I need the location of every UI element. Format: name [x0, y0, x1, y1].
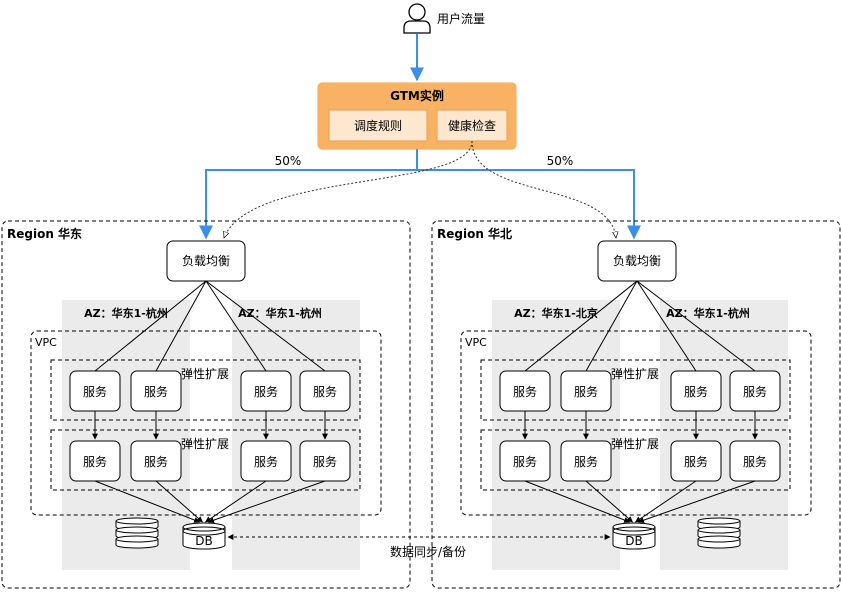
vpc-0-border — [30, 330, 382, 516]
az-0-left-label: AZ：华东1-杭州 — [84, 306, 168, 320]
lb-link — [636, 280, 756, 372]
scaling-0-top-label: 弹性扩展 — [181, 367, 229, 381]
lb-link — [205, 280, 267, 372]
service-label: 服务 — [743, 454, 767, 469]
db-link — [524, 480, 631, 523]
db-link — [205, 480, 267, 523]
service-box[interactable] — [130, 370, 182, 412]
db-link — [585, 480, 633, 523]
scaling-group-1-top — [480, 359, 791, 421]
health-check-label: 健康检查 — [448, 118, 496, 133]
service-box[interactable] — [670, 440, 722, 482]
service-label: 服务 — [144, 454, 168, 469]
lb-link — [636, 280, 697, 372]
health-check-box[interactable] — [436, 109, 508, 142]
service-label: 服务 — [83, 454, 107, 469]
service-box[interactable] — [69, 370, 121, 412]
database-1-label: DB — [625, 534, 642, 548]
database-0[interactable] — [182, 522, 226, 550]
region-1-title: Region 华北 — [437, 226, 512, 241]
database-1[interactable] — [612, 522, 656, 550]
service-label: 服务 — [574, 384, 598, 399]
load-balancer-0-label: 负载均衡 — [182, 254, 230, 268]
data-sync-label: 数据同步/备份 — [390, 544, 466, 559]
az-0-right — [232, 300, 360, 570]
service-box[interactable] — [499, 440, 551, 482]
route-arrow-left — [199, 149, 418, 240]
lb-link — [205, 280, 326, 372]
user-icon — [403, 3, 431, 34]
db-link — [207, 480, 326, 524]
region-0-title: Region 华东 — [7, 226, 82, 241]
service-label: 服务 — [313, 454, 337, 469]
scaling-1-top-label: 弹性扩展 — [611, 367, 659, 381]
standby-database-icon — [697, 517, 741, 549]
lb-link — [155, 280, 207, 372]
db-link — [637, 480, 756, 524]
service-label: 服务 — [254, 384, 278, 399]
db-link — [94, 480, 201, 523]
service-box[interactable] — [670, 370, 722, 412]
az-1-right-label: AZ：华东1-杭州 — [666, 306, 750, 320]
vpc-0-label: VPC — [35, 336, 57, 349]
split-left-label: 50% — [275, 154, 302, 168]
scaling-0-bottom-label: 弹性扩展 — [181, 437, 229, 451]
scaling-group-1-bottom — [480, 429, 791, 491]
region-0-border — [1, 220, 411, 589]
dispatch-rule-label: 调度规则 — [354, 118, 402, 133]
region-1-border — [431, 220, 841, 589]
service-box[interactable] — [299, 370, 351, 412]
service-box[interactable] — [299, 440, 351, 482]
route-arrow-right — [416, 149, 641, 240]
standby-database-icon — [115, 517, 159, 549]
database-0-label: DB — [195, 534, 212, 548]
service-box[interactable] — [729, 440, 781, 482]
az-1-left — [492, 300, 620, 570]
service-label: 服务 — [83, 384, 107, 399]
scaling-group-0-bottom — [50, 429, 361, 491]
db-link — [635, 480, 697, 523]
service-label: 服务 — [313, 384, 337, 399]
service-box[interactable] — [240, 370, 292, 412]
service-label: 服务 — [684, 384, 708, 399]
gtm-title: GTM实例 — [390, 88, 444, 103]
scaling-1-bottom-label: 弹性扩展 — [611, 437, 659, 451]
service-label: 服务 — [574, 454, 598, 469]
service-box[interactable] — [69, 440, 121, 482]
service-label: 服务 — [513, 454, 537, 469]
vpc-1-label: VPC — [465, 336, 487, 349]
health-check-link-right — [471, 140, 616, 238]
az-1-left-label: AZ：华东1-北京 — [514, 306, 598, 320]
service-box[interactable] — [240, 440, 292, 482]
service-box[interactable] — [499, 370, 551, 412]
service-box[interactable] — [560, 440, 612, 482]
vpc-1-border — [460, 330, 812, 516]
split-right-label: 50% — [547, 154, 574, 168]
db-link — [155, 480, 203, 523]
service-label: 服务 — [684, 454, 708, 469]
service-label: 服务 — [254, 454, 278, 469]
service-label: 服务 — [513, 384, 537, 399]
user-traffic-label: 用户流量 — [437, 11, 485, 26]
service-box[interactable] — [130, 440, 182, 482]
lb-link — [585, 280, 638, 372]
dispatch-rule-box[interactable] — [328, 109, 428, 142]
load-balancer-1-label: 负载均衡 — [613, 254, 661, 268]
service-label: 服务 — [743, 384, 767, 399]
lb-link — [94, 280, 207, 372]
health-check-link-left — [224, 140, 473, 238]
scaling-group-0-top — [50, 359, 361, 421]
service-box[interactable] — [729, 370, 781, 412]
service-label: 服务 — [144, 384, 168, 399]
az-0-right-label: AZ：华东1-杭州 — [238, 306, 322, 320]
service-box[interactable] — [560, 370, 612, 412]
lb-link — [524, 280, 638, 372]
